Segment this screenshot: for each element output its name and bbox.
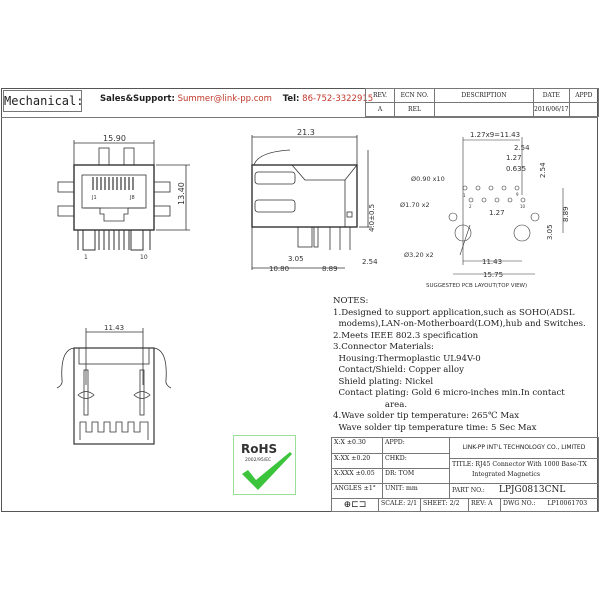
note-line: area. <box>333 399 408 410</box>
dim-0-635: 0.635 <box>506 165 526 173</box>
note-line: modems),LAN-on-Motherboard(LOM),hub and … <box>333 319 586 329</box>
note-line: 2.Meets IEEE 802.3 specification <box>333 330 479 341</box>
angles: ANGLES ±1° <box>331 483 383 499</box>
rev: REV: A <box>468 498 501 512</box>
revision-table: REV. ECN NO. DESCRIPTION DATE APPD A REL… <box>365 88 600 117</box>
part-label: PART NO.: <box>452 487 485 494</box>
section-label: Mechanical: <box>3 90 83 112</box>
header-divider <box>1 117 598 118</box>
dim-1-27-mid: 1.27 <box>489 209 505 217</box>
drawing-number: DWG NO.: LP10061703 <box>500 498 599 512</box>
hole-large-label: Ø3.20 x2 <box>404 251 434 259</box>
rohs-text: RoHS <box>241 442 277 456</box>
date-cell: 2016/06/17 <box>533 102 570 117</box>
drawn-by: DR: TOM <box>382 468 450 484</box>
pin-1-label: 1 <box>463 193 466 198</box>
side-length-dim: 21.3 <box>297 128 315 137</box>
tol-xxx: X:XXX ±0.05 <box>331 468 383 484</box>
jack-right-label: J8 <box>129 195 135 201</box>
sales-label: Sales&Support: <box>100 94 175 104</box>
pcb-caption: SUGGESTED PCB LAYOUT(TOP VIEW) <box>426 283 527 289</box>
note-line: Housing:Thermoplastic UL94V-0 <box>333 353 481 364</box>
pitch-dim: 1.27x9=11.43 <box>470 131 520 139</box>
note-line: 3.Connector Materials: <box>333 342 434 352</box>
pcb-layout: 1.27x9=11.43 2.54 1.27 0.635 2.54 Ø0.90 … <box>400 131 570 289</box>
pin-2-label: 2 <box>469 204 472 209</box>
dim-10-80: 10.80 <box>269 265 289 273</box>
pin-10-label: 10 <box>520 204 526 209</box>
note-line: Contact plating: Gold 6 micro-inches min… <box>333 388 565 398</box>
projection-symbol-icon: ⊕⊏⊐ <box>331 498 379 512</box>
notes-title: NOTES: <box>333 296 369 306</box>
tol-xx: X:XX ±0.20 <box>331 453 383 469</box>
company-name: LINK-PP INT'L TECHNOLOGY CO., LIMITED <box>449 437 599 459</box>
contact-info: Sales&Support: Summer@link-pp.com Tel: 8… <box>100 94 373 104</box>
dim-2-54: 2.54 <box>362 258 378 266</box>
scale: SCALE: 2/1 <box>378 498 421 512</box>
bottom-dim: 11.43 <box>104 324 124 332</box>
rohs-logo: RoHS 2002/95/EC <box>233 435 296 495</box>
note-line: Contact/Shield: Copper alloy <box>333 365 464 375</box>
description-cell <box>434 102 534 117</box>
hole-small-label: Ø0.90 x10 <box>411 175 445 183</box>
tel-label: Tel: <box>282 94 300 104</box>
dim-3-05: 3.05 <box>546 224 554 240</box>
notes-section: NOTES:1.Designed to support application,… <box>333 296 586 434</box>
part-number-value: LPJG0813CNL <box>498 485 566 495</box>
pin-9-label: 9 <box>516 192 519 197</box>
dim-3-05: 3.05 <box>288 255 304 263</box>
front-height-dim: 13.40 <box>177 182 186 205</box>
dwg-number-value: LP10061703 <box>547 500 588 507</box>
dim-11-43: 11.43 <box>482 258 502 266</box>
drawing-frame <box>1 88 598 512</box>
title-block: X:X ±0.30 X:XX ±0.20 X:XXX ±0.05 ANGLES … <box>331 437 599 512</box>
part-number: PART NO.: LPJG0813CNL <box>449 483 599 499</box>
dim-8-89: 8.89 <box>562 206 570 222</box>
hole-mid-label: Ø1.70 x2 <box>400 201 430 209</box>
drawing-title: TITLE: RJ45 Connector With 1000 Base-TX I… <box>449 458 599 484</box>
dim-1-27-top: 1.27 <box>506 154 522 162</box>
jack-left-label: J1 <box>91 195 97 201</box>
note-line: Wave solder tip temperature time: 5 Sec … <box>333 422 537 433</box>
title-line-2: Integrated Magnetics <box>472 471 540 478</box>
bottom-view: 11.43 <box>56 324 172 445</box>
dim-2-54-top: 2.54 <box>514 144 530 152</box>
dim-15-75: 15.75 <box>483 271 503 279</box>
sheet: SHEET: 2/2 <box>420 498 469 512</box>
title-line: TITLE: RJ45 Connector With 1000 Base-TX <box>452 461 587 468</box>
pin-first-label: 1 <box>84 254 88 261</box>
front-width-dim: 15.90 <box>103 134 126 143</box>
sales-email[interactable]: Summer@link-pp.com <box>177 94 272 104</box>
appd-cell <box>568 102 600 117</box>
tel-value: 86-752-3322915 <box>302 94 374 104</box>
note-line: 4.Wave solder tip temperature: 265℃ Max <box>333 411 520 421</box>
rohs-sub: 2002/95/EC <box>245 457 271 463</box>
front-view: 15.90 J1 J8 1 10 13.40 <box>57 134 190 261</box>
pin-last-label: 10 <box>140 254 148 261</box>
unit: UNIT: mm <box>382 483 450 499</box>
note-line: Shield plating: Nickel <box>333 376 434 387</box>
dwg-label: DWG NO.: <box>503 500 536 507</box>
dim-2-54-side: 2.54 <box>539 162 547 178</box>
rohs-check-icon: RoHS 2002/95/EC <box>241 442 292 490</box>
side-view: 21.3 4.0±0.5 10.80 8.89 3.05 2.54 <box>251 128 378 273</box>
tol-x: X:X ±0.30 <box>331 437 383 454</box>
chkd: CHKD: <box>382 453 450 469</box>
note-line: 1.Designed to support application,such a… <box>333 307 575 318</box>
side-height-dim: 4.0±0.5 <box>368 204 376 232</box>
dim-8-89: 8.89 <box>322 265 338 273</box>
appd: APPD: <box>382 437 450 454</box>
